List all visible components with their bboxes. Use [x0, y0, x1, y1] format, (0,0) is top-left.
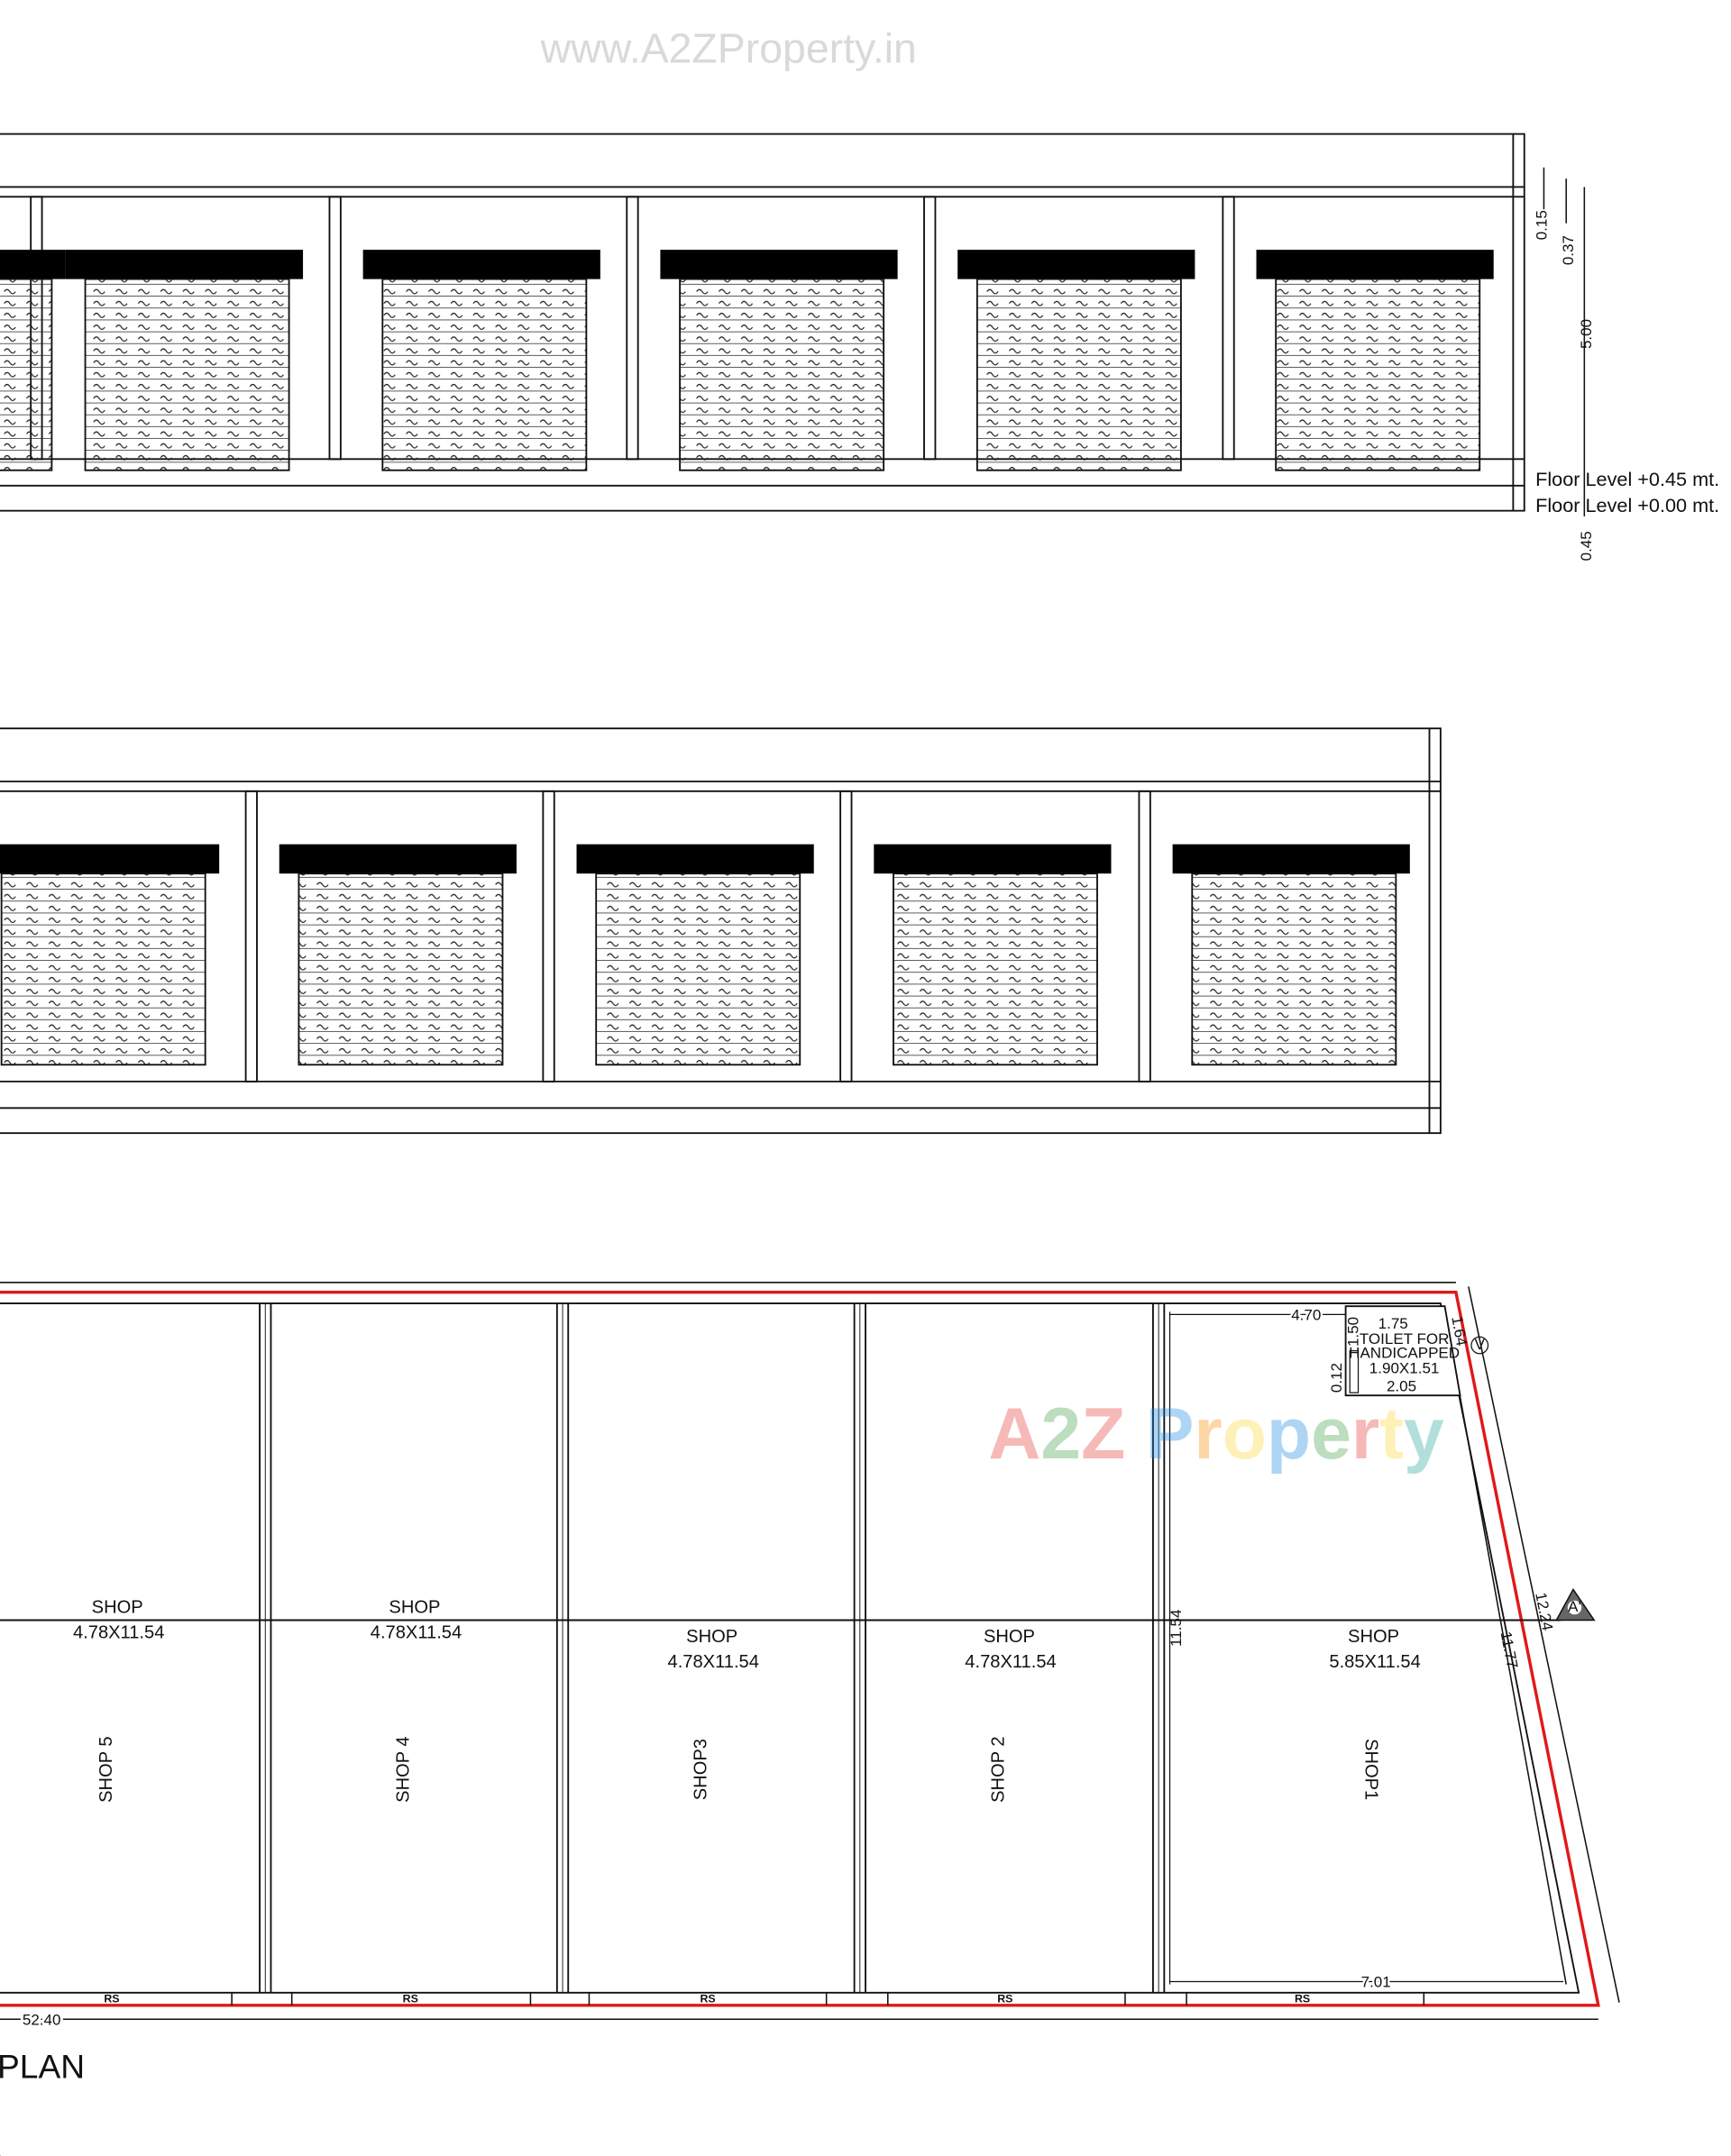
- shop-size: 4.78X11.54: [73, 1623, 164, 1643]
- plan-title: PLAN: [0, 2047, 85, 2085]
- toilet-size: 1.90X1.51: [1369, 1359, 1440, 1376]
- rolling-shutter: [0, 278, 53, 471]
- rolling-shutter-label: RS: [700, 1993, 715, 2005]
- toilet-dim-0-12: 0.12: [1328, 1363, 1345, 1393]
- shutter-header: [957, 250, 1195, 279]
- front-elevation-2: [0, 727, 1442, 1135]
- shutter-header: [1172, 844, 1410, 874]
- front-elevation-1: 0.15 0.37 5.00 0.45 Floor Level +0.45 mt. Flo…: [0, 132, 1719, 561]
- pillar: [328, 196, 342, 461]
- dimension-11-54: 11.54: [1168, 1610, 1185, 1647]
- pillar: [1222, 196, 1235, 461]
- shop-size: 5.85X11.54: [1329, 1652, 1420, 1672]
- rolling-shutter: [975, 278, 1182, 471]
- section-circle-marker: [1470, 1336, 1489, 1355]
- dimension-11-77: 11.77: [1497, 1631, 1522, 1670]
- shop-size: 4.78X11.54: [965, 1652, 1056, 1672]
- dimension-4-70: 4.70: [1291, 1307, 1321, 1324]
- shop-label: SHOP: [389, 1598, 440, 1618]
- pillar: [542, 790, 555, 1083]
- toilet-door: [1349, 1350, 1360, 1393]
- shop-label: SHOP: [984, 1627, 1035, 1647]
- site-watermark: www.A2ZProperty.in: [540, 25, 917, 72]
- toilet-label: TOILET FOR: [1360, 1330, 1450, 1348]
- pillar: [839, 790, 853, 1083]
- shop-name: SHOP3: [691, 1739, 711, 1800]
- section-marker-circle: [1567, 1600, 1582, 1615]
- pillar: [923, 196, 937, 461]
- shop-name: SHOP 5: [96, 1736, 116, 1802]
- plot-boundary: [0, 1290, 1600, 2007]
- pillar: [1138, 790, 1151, 1083]
- dimension-5-00: 5.00: [1578, 319, 1595, 349]
- shutter-header: [0, 250, 66, 279]
- rolling-shutter: [893, 872, 1098, 1066]
- dimension-0-15: 0.15: [1534, 210, 1551, 240]
- shutter-header: [1256, 250, 1494, 279]
- rolling-shutter: [0, 872, 206, 1066]
- rolling-shutter: [679, 278, 885, 471]
- rolling-shutter: [1275, 278, 1481, 471]
- inner-wall-line: [1443, 1311, 1567, 1985]
- plan-subtitle-partial: ): [0, 2139, 3, 2156]
- shop-size: 4.78X11.54: [668, 1652, 759, 1672]
- toilet-dim-1-75: 1.75: [1378, 1315, 1408, 1332]
- rolling-shutter-label: RS: [403, 1993, 418, 2005]
- shop-label: SHOP: [1348, 1627, 1399, 1647]
- rolling-shutter-label: RS: [1295, 1993, 1310, 2005]
- section-marker-top: V: [1475, 1336, 1486, 1353]
- shutter-header: [362, 250, 600, 279]
- shutter-header: [874, 844, 1112, 874]
- shop-label: SHOP: [686, 1627, 737, 1647]
- pillar: [244, 790, 258, 1083]
- dimension-7-01: 7.01: [1361, 1974, 1391, 1991]
- shop-name: SHOP 4: [394, 1736, 414, 1802]
- shutter-header: [576, 844, 814, 874]
- rolling-shutter: [1191, 872, 1397, 1066]
- elevation-outline: [0, 132, 1525, 512]
- rolling-shutter: [84, 278, 290, 471]
- toilet-for-handicapped: [1344, 1305, 1461, 1397]
- rolling-shutter: [595, 872, 801, 1066]
- rolling-shutter: [381, 278, 588, 471]
- elevation-outline: [0, 727, 1442, 1135]
- section-marker-label: A': [1568, 1598, 1581, 1615]
- toilet-dim-2-05: 2.05: [1387, 1378, 1416, 1395]
- shop-name: SHOP1: [1360, 1739, 1380, 1800]
- dimension-12-24: 12.24: [1532, 1591, 1556, 1631]
- toilet-dim-1-50: 1.50: [1345, 1317, 1362, 1347]
- shop-name: SHOP 2: [988, 1736, 1008, 1802]
- building-outline: [0, 1302, 1580, 1994]
- shop-label: SHOP: [92, 1598, 143, 1618]
- overall-width-dimension: 52.40: [23, 2011, 61, 2028]
- a2z-logo-watermark: A2Z Property: [988, 1393, 1444, 1475]
- shop-size: 4.78X11.54: [371, 1623, 462, 1643]
- rolling-shutter-label: RS: [104, 1993, 119, 2005]
- pillar: [626, 196, 639, 461]
- shutter-header: [279, 844, 517, 874]
- shutter-header: [65, 250, 304, 279]
- toilet-label: HANDICAPPED: [1349, 1344, 1460, 1361]
- dimension-0-45: 0.45: [1578, 531, 1595, 561]
- setback-line: [1468, 1286, 1620, 2003]
- floor-level-upper: Floor Level +0.45 mt.: [1535, 468, 1719, 490]
- shutter-header: [660, 250, 898, 279]
- dimension-0-37: 0.37: [1560, 235, 1577, 265]
- shutter-header: [0, 844, 220, 874]
- rolling-shutter-label: RS: [997, 1993, 1012, 2005]
- floor-level-ground: Floor Level +0.00 mt.: [1535, 494, 1719, 516]
- rolling-shutter: [298, 872, 504, 1066]
